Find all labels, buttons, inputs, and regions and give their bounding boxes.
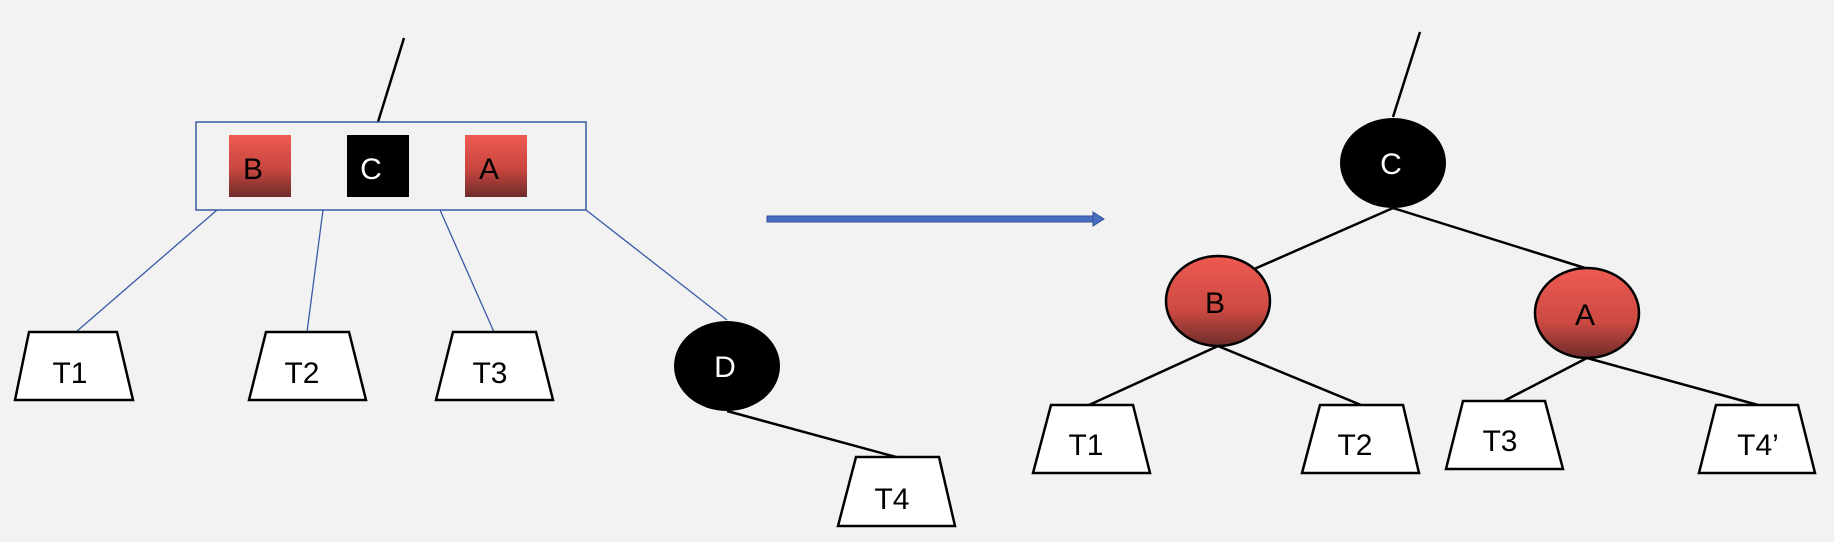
- edge-c-a: [1392, 206, 1586, 270]
- left-subtree-t1: T1: [13, 330, 135, 402]
- left-t2-label: T2: [284, 357, 319, 390]
- node-b-label: B: [243, 153, 263, 186]
- left-subtree-t4: T4: [836, 455, 957, 528]
- left-subtree-t2: T2: [247, 330, 368, 402]
- node-a-label: A: [479, 153, 499, 186]
- merged-node-box: [195, 121, 587, 211]
- right-tree: C B A T1 T2 T3 T4’: [1031, 31, 1817, 475]
- right-t4-label: T4’: [1737, 429, 1779, 462]
- left-t4-label: T4: [874, 483, 909, 516]
- right-node-a-label: A: [1575, 299, 1595, 332]
- left-subtree-t3: T3: [434, 330, 555, 402]
- right-node-c: C: [1340, 118, 1446, 208]
- left-t1-label: T1: [52, 357, 87, 390]
- transform-arrow: [766, 211, 1105, 227]
- edge-b-t2: [1217, 344, 1362, 407]
- right-subtree-t3: T3: [1444, 399, 1565, 471]
- left-parent-edge: [376, 37, 406, 123]
- right-subtree-t1: T1: [1031, 403, 1152, 475]
- edge-a-t3: [1501, 356, 1588, 404]
- edge-box-t3: [439, 209, 495, 333]
- right-node-a: A: [1533, 266, 1641, 360]
- right-t3-label: T3: [1482, 425, 1517, 458]
- node-d: D: [674, 321, 780, 411]
- right-parent-edge: [1391, 31, 1422, 118]
- left-tree: B C A T1 T2 T3 D: [13, 37, 957, 528]
- edge-box-d: [585, 209, 728, 321]
- node-d-label: D: [714, 351, 736, 384]
- node-a-square: A: [465, 135, 527, 197]
- edge-b-t1: [1088, 344, 1219, 407]
- edge-a-t4: [1586, 356, 1759, 407]
- edge-box-t2: [306, 209, 324, 333]
- node-c-square: C: [347, 135, 409, 197]
- right-node-b: B: [1164, 254, 1272, 348]
- edge-c-b: [1251, 206, 1394, 272]
- right-node-c-label: C: [1380, 148, 1402, 181]
- right-node-b-label: B: [1205, 287, 1225, 320]
- right-subtree-t4: T4’: [1697, 403, 1817, 475]
- edge-d-t4: [726, 409, 897, 459]
- right-t2-label: T2: [1337, 429, 1372, 462]
- edge-box-t1: [75, 209, 218, 333]
- right-subtree-t2: T2: [1300, 403, 1421, 475]
- right-t1-label: T1: [1068, 429, 1103, 462]
- node-c-label: C: [360, 153, 382, 186]
- node-b-square: B: [229, 135, 291, 197]
- left-t3-label: T3: [472, 357, 507, 390]
